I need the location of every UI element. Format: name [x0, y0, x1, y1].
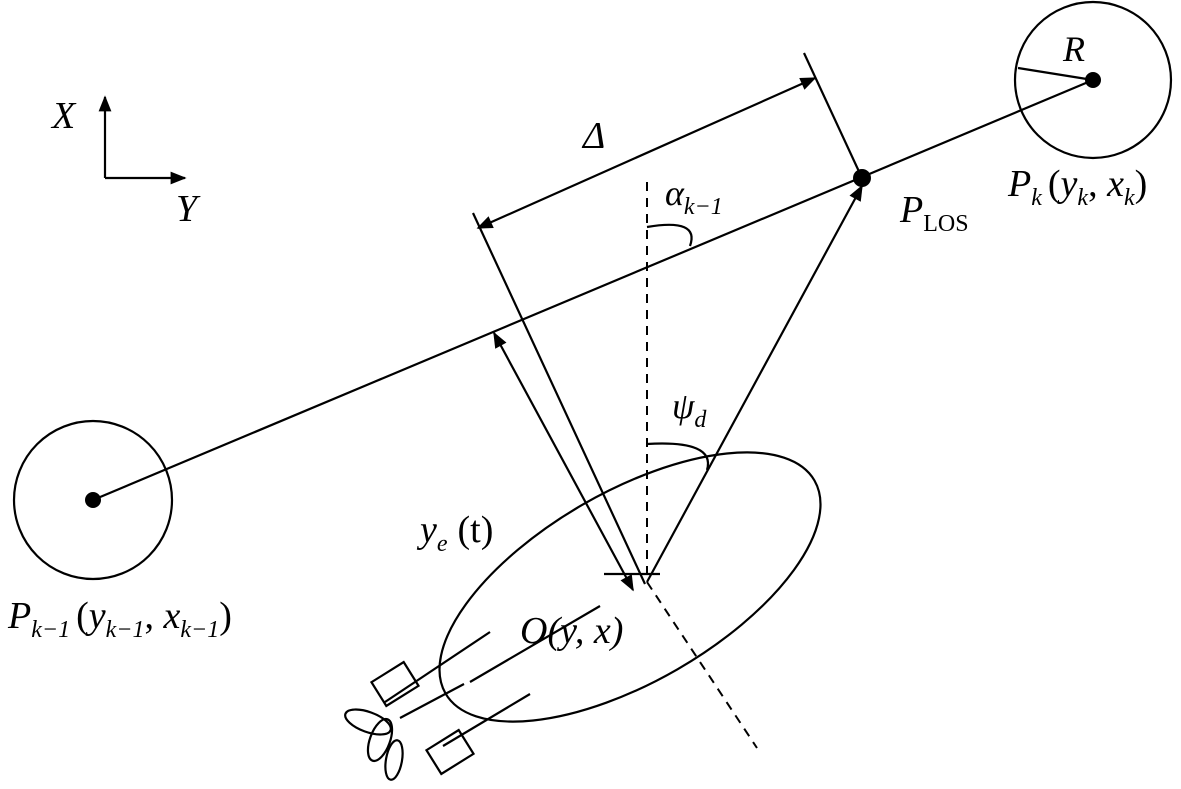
propeller-blade-b: [366, 717, 394, 763]
path-angle-arc: [646, 223, 693, 247]
path-line: [92, 78, 1094, 502]
normal-projection-line: [472, 212, 646, 585]
cross-track-error-arrow: [493, 331, 634, 592]
x-axis-label: X: [50, 95, 77, 137]
lookahead-label: Δ: [581, 115, 605, 157]
path-angle-label: αk−1: [665, 173, 723, 220]
radius-label: R: [1062, 29, 1085, 69]
acceptance-circle-prev: [12, 419, 174, 581]
vessel: [344, 451, 822, 781]
vessel-hull: [438, 451, 822, 723]
cross-track-error-label: ye(t): [416, 509, 493, 557]
los-point-label: PLOS: [899, 189, 969, 237]
propeller-blade-c: [384, 739, 404, 781]
radius-line: [1017, 66, 1094, 82]
waypoint-next: R: [1013, 0, 1173, 160]
lookahead-distance-arrow: [476, 76, 817, 230]
thruster-box-top: [369, 660, 421, 708]
thruster-shaft: [399, 683, 465, 719]
heading-angle-arc: [646, 442, 710, 471]
vessel-origin-label: O(y, x): [520, 610, 623, 652]
coordinate-axes: X Y: [50, 95, 201, 230]
heading-extension-line: [646, 581, 758, 749]
waypoint-prev-label: Pk−1(yk−1, xk−1): [7, 595, 232, 643]
y-axis-label: Y: [176, 188, 201, 230]
thruster-strut-top: [384, 631, 491, 703]
waypoint-next-label: Pk(yk, xk): [1007, 163, 1147, 211]
thruster-box-bottom: [424, 728, 476, 776]
propeller-blade-a: [344, 708, 392, 736]
los-perpendicular-line: [803, 52, 863, 179]
thruster-strut-bottom: [442, 693, 531, 747]
los-vector-arrow: [646, 184, 863, 583]
los-point-dot: [853, 169, 871, 187]
desired-heading-label: ψd: [672, 386, 707, 433]
acceptance-circle-next: [1013, 0, 1173, 160]
vessel-hull-side: [469, 605, 601, 683]
